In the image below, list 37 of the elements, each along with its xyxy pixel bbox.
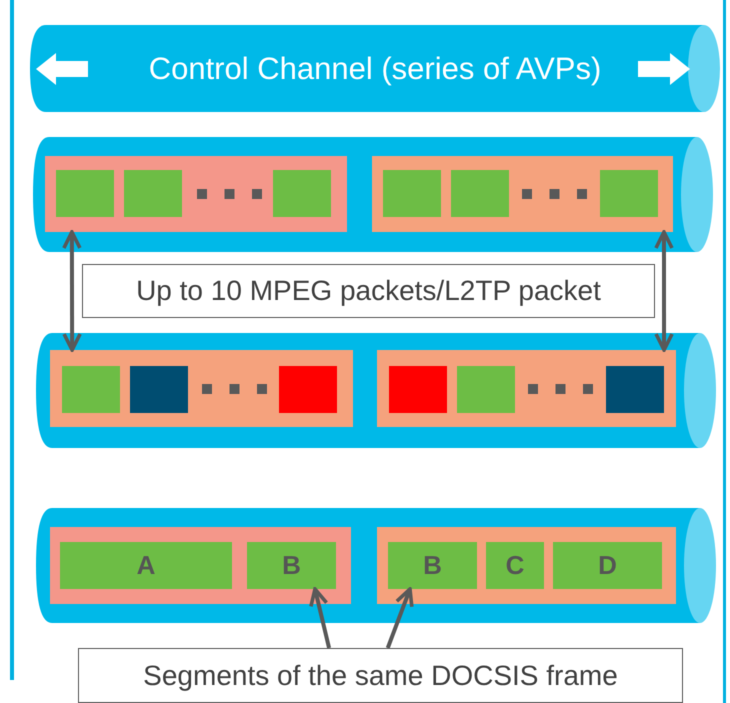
callout-text: Segments of the same DOCSIS frame bbox=[143, 660, 618, 692]
mpeg-packet-block bbox=[62, 366, 120, 413]
l2tp-packet-box bbox=[377, 350, 676, 427]
segment-letter: B bbox=[423, 550, 442, 581]
callout-text: Up to 10 MPEG packets/L2TP packet bbox=[136, 275, 601, 307]
mpeg-packet-block bbox=[600, 170, 658, 217]
mpeg-packet-block bbox=[383, 170, 441, 217]
mpeg-packet-block bbox=[279, 366, 337, 413]
mpeg-packet-block bbox=[273, 170, 331, 217]
l2tp-packet-box bbox=[50, 350, 353, 427]
segment-block bbox=[553, 542, 662, 589]
mpeg-packet-block bbox=[457, 366, 515, 413]
mpeg-packet-block bbox=[389, 366, 447, 413]
double-arrow bbox=[654, 230, 674, 352]
segment-letter: A bbox=[136, 550, 156, 581]
double-arrow bbox=[62, 230, 82, 352]
arrow bbox=[386, 587, 414, 649]
mpeg-packet-block bbox=[56, 170, 114, 217]
segment-block bbox=[486, 542, 544, 589]
mpeg-packet-block bbox=[606, 366, 664, 413]
l2tp-packet-box bbox=[377, 527, 676, 604]
segment-letter: C bbox=[506, 550, 524, 581]
segment-letter: D bbox=[598, 550, 617, 581]
segment-block bbox=[60, 542, 232, 589]
channel-title: Control Channel (series of AVPs) bbox=[148, 50, 602, 86]
segment-letter: B bbox=[282, 550, 301, 581]
mpeg-packet-block bbox=[451, 170, 509, 217]
mpeg-packet-block bbox=[124, 170, 182, 217]
l2tp-packet-box bbox=[45, 156, 347, 232]
l2tp-packet-box bbox=[50, 527, 351, 604]
segment-block bbox=[388, 542, 477, 589]
mpeg-packet-block bbox=[130, 366, 188, 413]
l2tp-packet-box bbox=[372, 156, 673, 232]
callout-box bbox=[82, 264, 655, 318]
arrow bbox=[309, 587, 332, 648]
segment-block bbox=[247, 542, 336, 589]
callout-box bbox=[78, 648, 683, 703]
